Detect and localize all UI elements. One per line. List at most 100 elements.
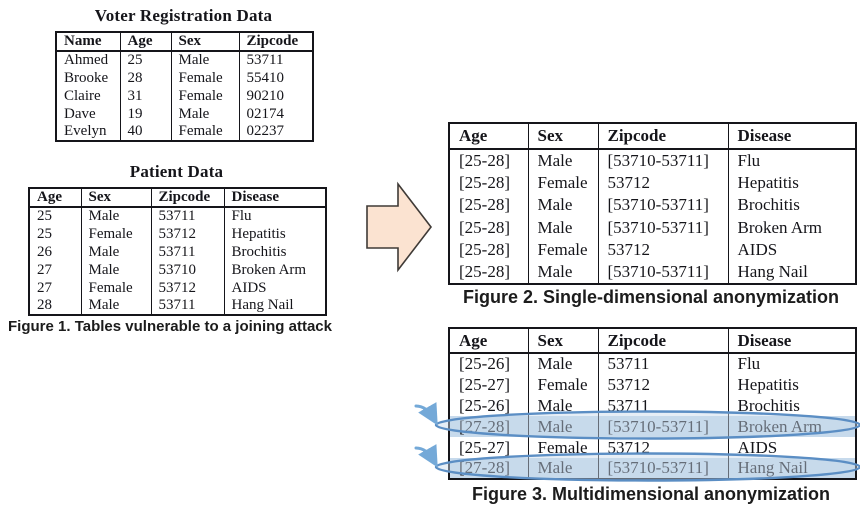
table-cell: Hang Nail bbox=[727, 458, 857, 479]
table-cell: 53712 bbox=[597, 374, 729, 395]
table-cell: [53710-53711] bbox=[597, 416, 729, 437]
column-header: Sex bbox=[80, 188, 152, 208]
table-row: [25-28]Male[53710-53711]Flu bbox=[448, 149, 857, 172]
block-arrow-right-icon bbox=[366, 181, 433, 273]
table-cell: Female bbox=[527, 171, 599, 194]
table-cell: 31 bbox=[119, 87, 172, 105]
table-cell: [53710-53711] bbox=[597, 458, 729, 479]
table-cell: [25-28] bbox=[448, 149, 529, 172]
table-cell: 53710 bbox=[150, 261, 225, 279]
table-cell: Female bbox=[170, 69, 240, 87]
table-cell: Male bbox=[527, 261, 599, 284]
table-cell: 25 bbox=[119, 51, 172, 69]
table-cell: [53710-53711] bbox=[597, 194, 729, 217]
table-cell: Ahmed bbox=[55, 51, 121, 69]
table-cell: [27-28] bbox=[448, 416, 529, 437]
table-cell: 53711 bbox=[597, 353, 729, 374]
table-cell: 02237 bbox=[238, 123, 314, 141]
table-cell: 53712 bbox=[597, 437, 729, 458]
table-cell: Brochitis bbox=[727, 395, 857, 416]
table-cell: Broken Arm bbox=[727, 216, 857, 239]
table-cell: Male bbox=[527, 395, 599, 416]
table-cell: Male bbox=[527, 416, 599, 437]
column-header: Zipcode bbox=[150, 188, 225, 208]
table-cell: [25-26] bbox=[448, 353, 529, 374]
table-cell: [25-26] bbox=[448, 395, 529, 416]
table-cell: [27-28] bbox=[448, 458, 529, 479]
table-cell: 53711 bbox=[150, 297, 225, 315]
table-cell: Evelyn bbox=[55, 123, 121, 141]
figure2-caption: Figure 2. Single-dimensional anonymizati… bbox=[462, 287, 840, 307]
table-cell: Hepatitis bbox=[223, 225, 327, 243]
table-cell: Male bbox=[80, 297, 152, 315]
table-cell: Flu bbox=[727, 353, 857, 374]
table-cell: Female bbox=[80, 225, 152, 243]
table-cell: 25 bbox=[28, 207, 82, 225]
table-cell: [25-28] bbox=[448, 171, 529, 194]
column-header: Disease bbox=[223, 188, 327, 208]
table-cell: [53710-53711] bbox=[597, 216, 729, 239]
table-cell: Male bbox=[527, 353, 599, 374]
table-row: [25-28]Male[53710-53711]Hang Nail bbox=[448, 261, 857, 284]
table-cell: 53711 bbox=[150, 207, 225, 225]
table-cell: 25 bbox=[28, 225, 82, 243]
table-cell: 28 bbox=[28, 297, 82, 315]
table-cell: [25-28] bbox=[448, 261, 529, 284]
table-cell: [53710-53711] bbox=[597, 261, 729, 284]
table-cell: [25-27] bbox=[448, 437, 529, 458]
table-cell: Female bbox=[527, 374, 599, 395]
table-cell: 53711 bbox=[238, 51, 314, 69]
column-header: Zipcode bbox=[238, 32, 314, 52]
table-cell: 40 bbox=[119, 123, 172, 141]
table-cell: Flu bbox=[727, 149, 857, 172]
table-cell: 19 bbox=[119, 105, 172, 123]
table-cell: Male bbox=[527, 149, 599, 172]
voter-table-title: Voter Registration Data bbox=[94, 6, 273, 25]
table-cell: Flu bbox=[223, 207, 327, 225]
table-cell: 55410 bbox=[238, 69, 314, 87]
table-cell: AIDS bbox=[727, 239, 857, 262]
table-cell: 53712 bbox=[597, 239, 729, 262]
column-header: Sex bbox=[170, 32, 240, 52]
table-cell: Male bbox=[80, 261, 152, 279]
table-cell: Hang Nail bbox=[223, 297, 327, 315]
table-cell: Female bbox=[170, 123, 240, 141]
table-cell: Female bbox=[170, 87, 240, 105]
table-cell: Dave bbox=[55, 105, 121, 123]
table-cell: [25-28] bbox=[448, 194, 529, 217]
table-cell: 02174 bbox=[238, 105, 314, 123]
table-cell: Male bbox=[527, 216, 599, 239]
table-cell: Male bbox=[527, 458, 599, 479]
table-cell: Male bbox=[527, 194, 599, 217]
table-cell: Male bbox=[80, 243, 152, 261]
table-cell: Female bbox=[527, 239, 599, 262]
table-cell: Brooke bbox=[55, 69, 121, 87]
table-cell: Hang Nail bbox=[727, 261, 857, 284]
patient-table-title: Patient Data bbox=[129, 162, 224, 181]
table-row: [27-28]Male[53710-53711]Broken Arm bbox=[448, 416, 857, 437]
table-cell: 53712 bbox=[150, 225, 225, 243]
column-header: Age bbox=[119, 32, 172, 52]
column-header: Disease bbox=[727, 123, 857, 150]
small-arrow-right-icon-2 bbox=[414, 444, 438, 468]
table-cell: 53712 bbox=[150, 279, 225, 297]
column-header: Sex bbox=[527, 123, 599, 150]
table-cell: [25-28] bbox=[448, 239, 529, 262]
table-row: [27-28]Male[53710-53711]Hang Nail bbox=[448, 458, 857, 479]
